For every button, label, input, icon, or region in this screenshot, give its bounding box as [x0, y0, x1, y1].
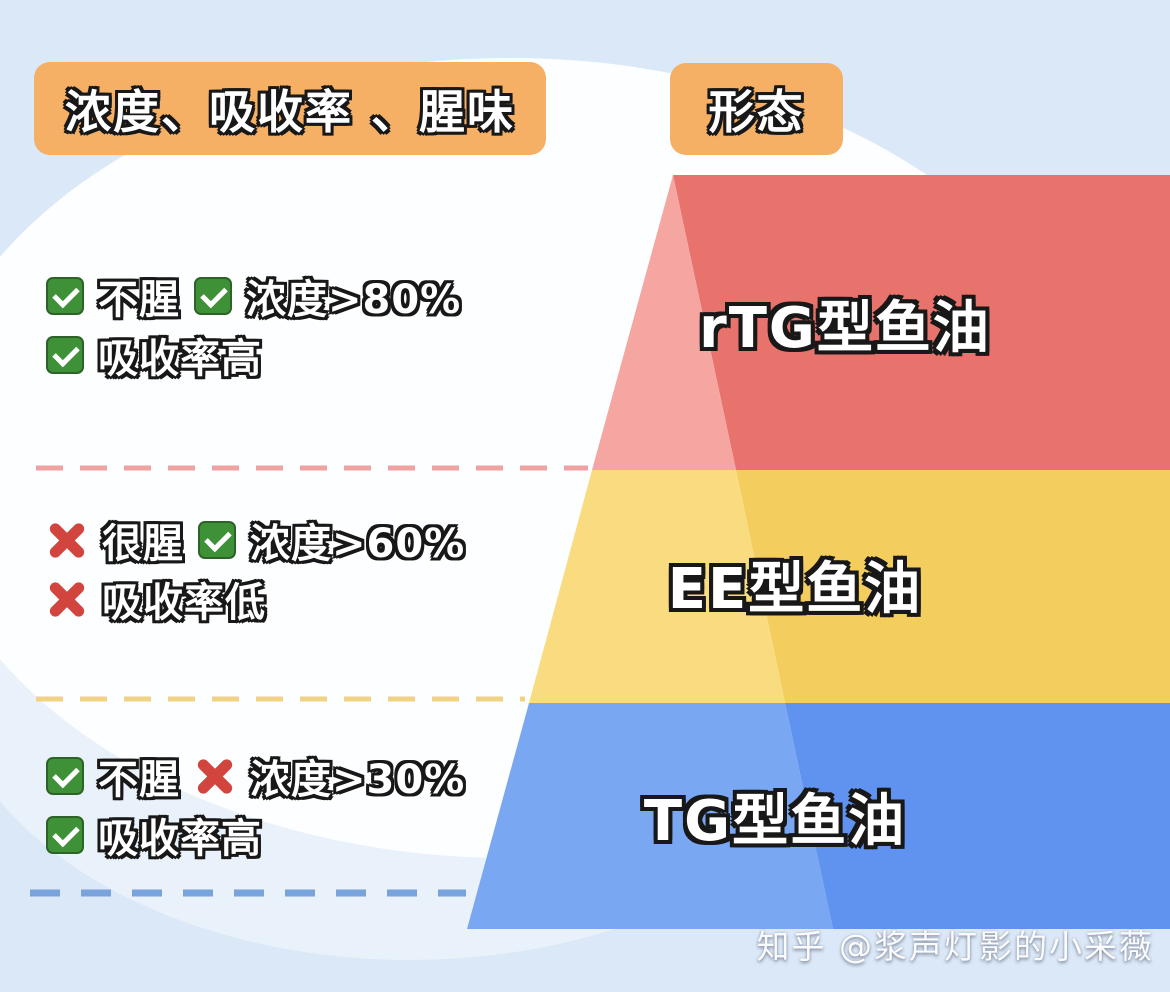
- cross-icon: [46, 519, 88, 561]
- cross-icon: [194, 755, 236, 797]
- attr-label: 吸收率高: [98, 816, 262, 862]
- attributes-rtg: 不腥 浓度>80% 吸收率高: [46, 270, 606, 388]
- header-attributes-label: 浓度、吸收率 、腥味: [64, 84, 515, 139]
- watermark-zhihu: 知乎 @浆声灯影的小采薇: [756, 927, 1154, 966]
- tier-label-rtg: rTG型鱼油: [699, 296, 991, 361]
- check-icon: [46, 277, 84, 315]
- attributes-tg: 不腥 浓度>30% 吸收率高: [46, 750, 606, 868]
- attributes-ee-line1: 很腥 浓度>60%: [46, 514, 606, 567]
- header-attributes: 浓度、吸收率 、腥味: [34, 62, 546, 155]
- tier-label-tg: TG型鱼油: [643, 789, 907, 854]
- cross-icon: [46, 578, 88, 620]
- attr-label: 浓度>80%: [246, 277, 462, 323]
- header-form-label: 形态: [708, 85, 805, 139]
- attributes-tg-line1: 不腥 浓度>30%: [46, 750, 606, 803]
- header-form: 形态: [670, 63, 843, 155]
- attributes-ee-line2: 吸收率低: [46, 573, 606, 626]
- check-icon: [194, 277, 232, 315]
- attr-label: 很腥: [102, 521, 184, 567]
- attr-label: 浓度>30%: [250, 757, 466, 803]
- tier-tg-face-left: [467, 703, 833, 929]
- check-icon: [198, 521, 236, 559]
- attr-label: 不腥: [98, 757, 180, 803]
- attributes-rtg-line2: 吸收率高: [46, 329, 606, 382]
- attributes-tg-line2: 吸收率高: [46, 809, 606, 862]
- attr-label: 浓度>60%: [250, 521, 466, 567]
- tier-rtg-face-right: [673, 175, 1170, 470]
- tier-rtg-face-left: [592, 175, 736, 470]
- tier-ee-face-left: [529, 470, 785, 703]
- check-icon: [46, 336, 84, 374]
- attributes-rtg-line1: 不腥 浓度>80%: [46, 270, 606, 323]
- attr-label: 吸收率高: [98, 336, 262, 382]
- attr-label: 不腥: [98, 277, 180, 323]
- tier-label-ee: EE型鱼油: [667, 557, 923, 622]
- check-icon: [46, 757, 84, 795]
- tier-ee-face-right: [736, 470, 1170, 703]
- check-icon: [46, 816, 84, 854]
- attr-label: 吸收率低: [102, 580, 266, 626]
- tier-tg-face-right: [785, 703, 1170, 929]
- attributes-ee: 很腥 浓度>60% 吸收率低: [46, 514, 606, 632]
